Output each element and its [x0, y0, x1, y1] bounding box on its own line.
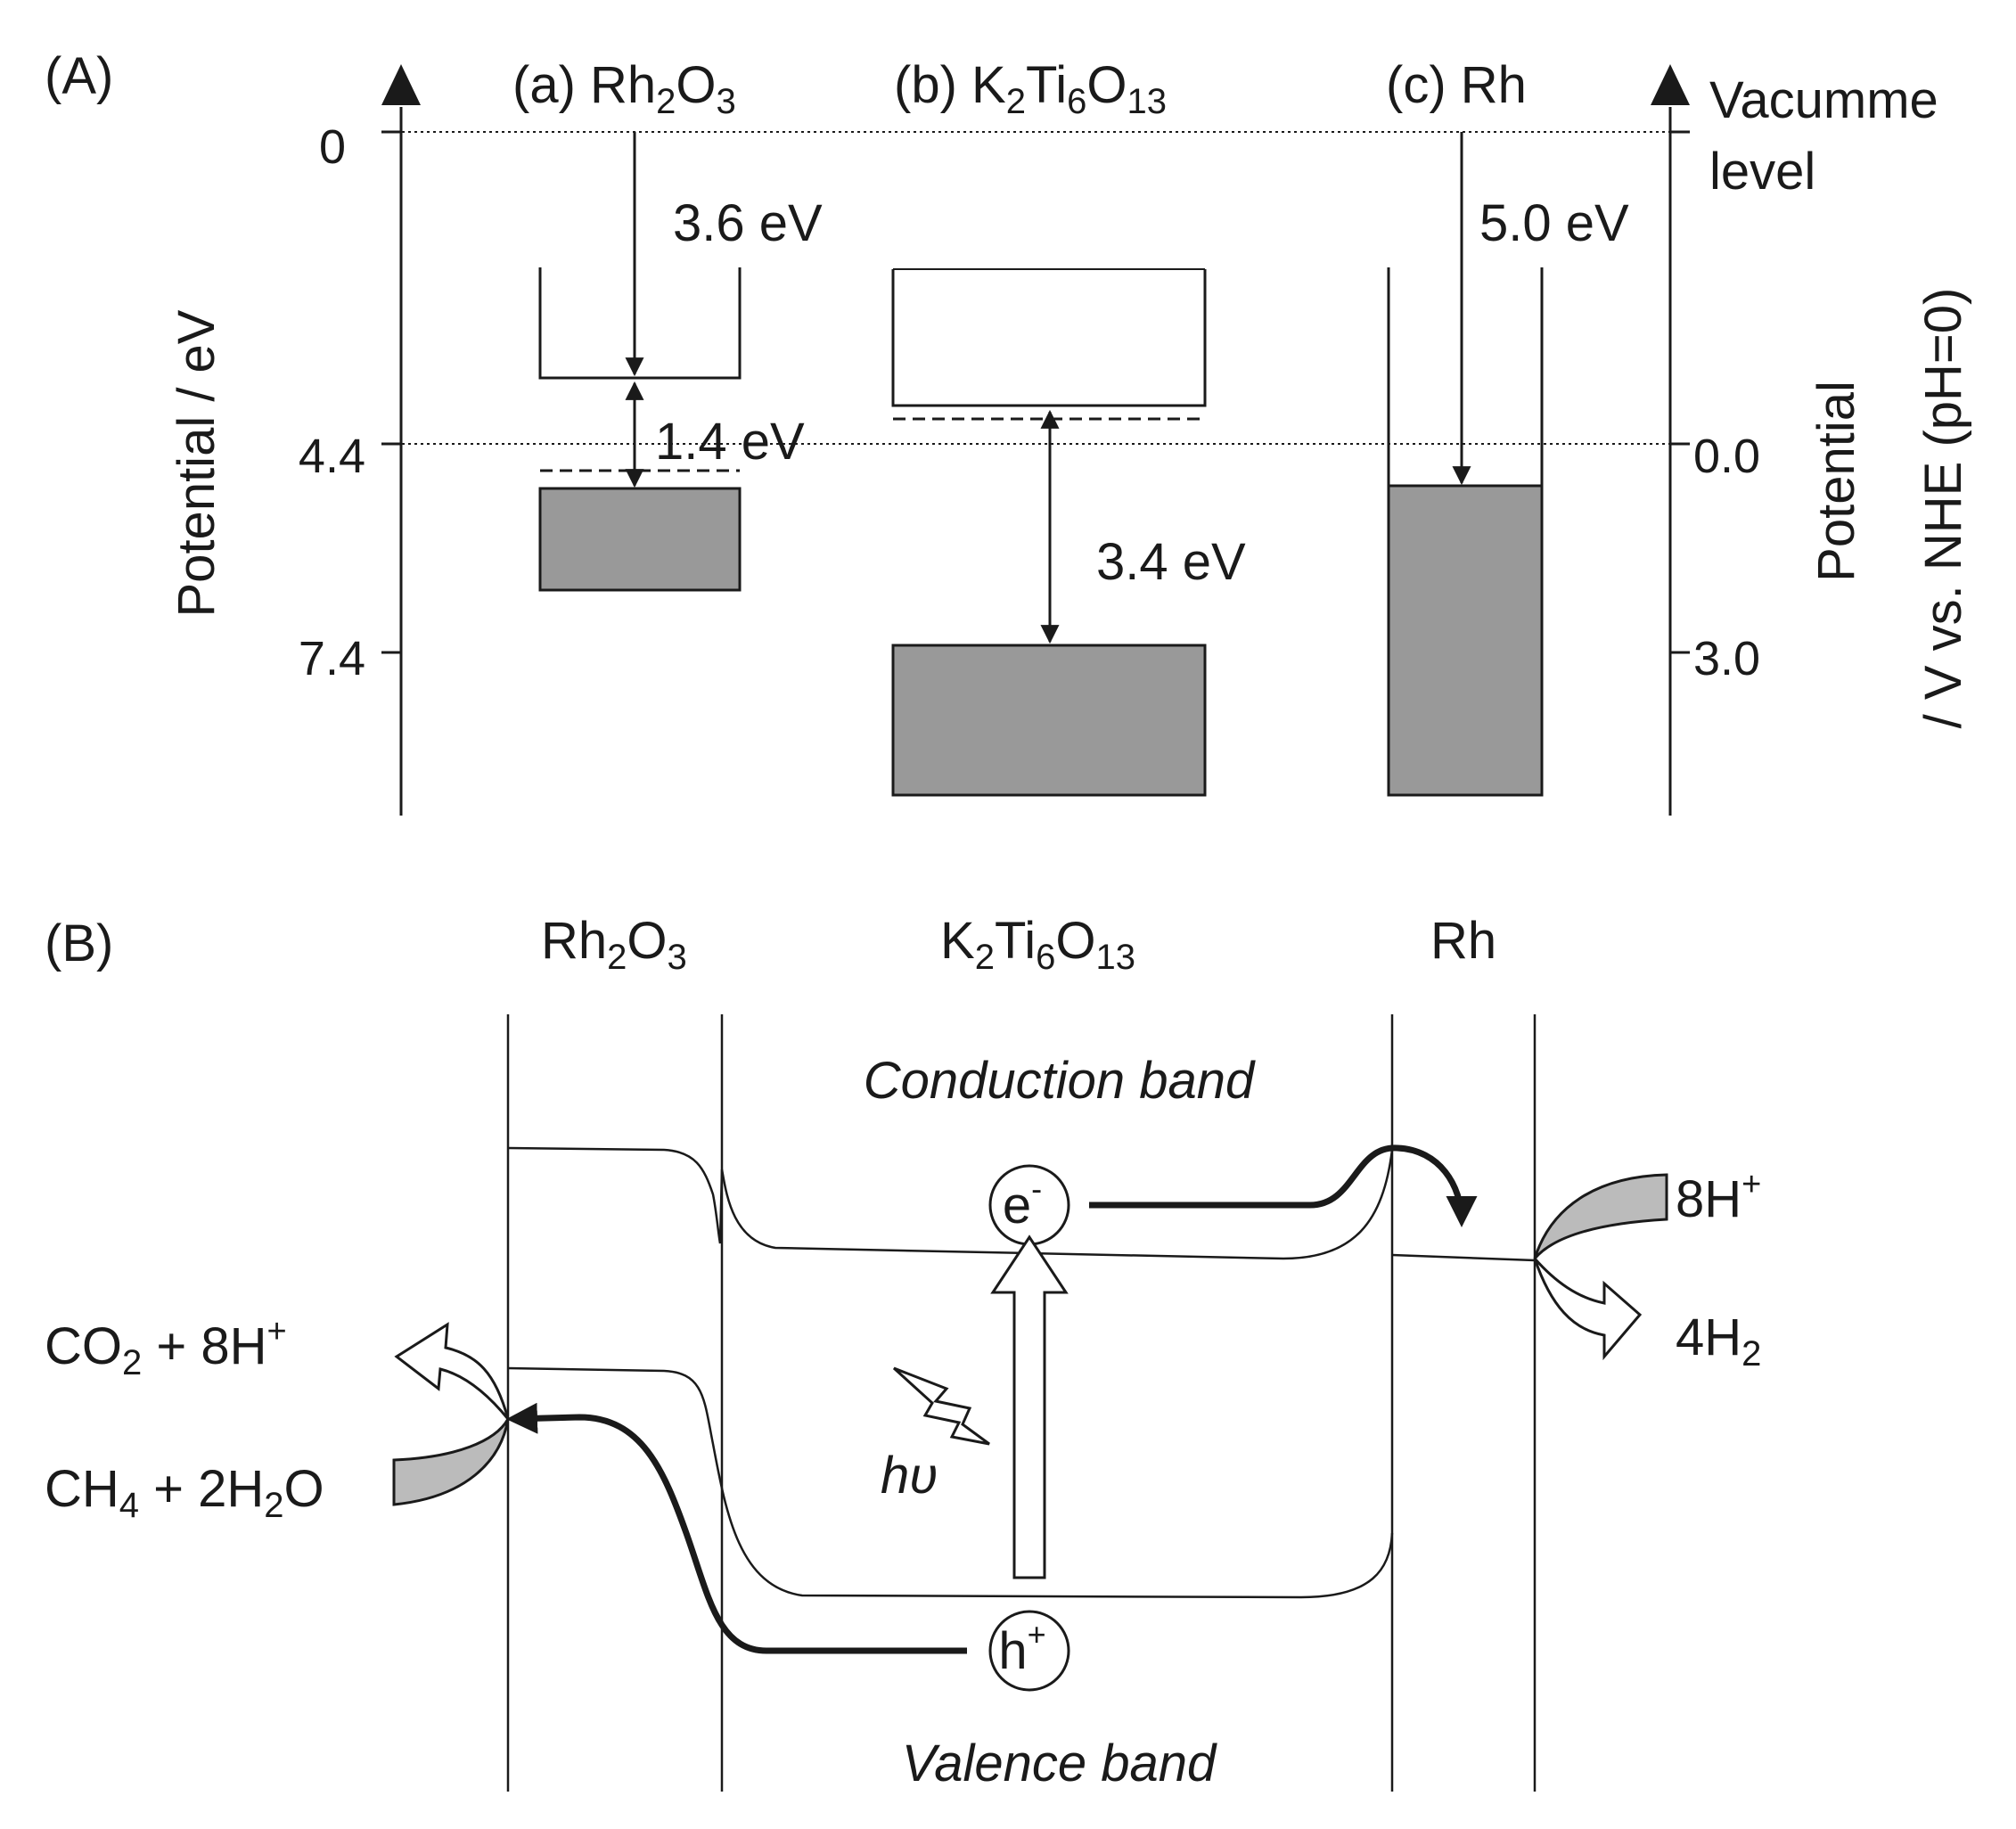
conduction-band-edge [507, 1146, 1394, 1260]
reduction-reactant-arrow [1533, 1173, 1668, 1259]
excitation-arrow [990, 1234, 1069, 1579]
hole-circle [988, 1610, 1070, 1692]
oxidation-reactant-arrow [392, 1418, 510, 1506]
rh-filled-band [1387, 484, 1544, 797]
vacuum-label-line2: level [1709, 143, 1815, 201]
reduction-product-text: 4H2 [1676, 1308, 1761, 1374]
right-axis-label-line1: Potential [1807, 381, 1865, 582]
rh-workfunction-value: 5.0 eV [1479, 194, 1629, 252]
photon-label: hυ [881, 1447, 938, 1505]
rh2o3-valence-band [538, 487, 742, 592]
electron-transfer-arrow [1089, 1144, 1478, 1227]
panel-a-label: (A) [45, 47, 113, 105]
b-material-rh2o3: Rh2O3 [541, 912, 687, 977]
left-axis-arrowhead [381, 64, 421, 105]
b-material-ktio: K2Ti6O13 [940, 912, 1135, 977]
ktio-conduction-band [891, 269, 1207, 407]
panel-b-label: (B) [45, 914, 113, 972]
material-b-label: (b) K2Ti6O13 [894, 56, 1167, 121]
oxidation-reactant-text: CH4 + 2H2O [45, 1460, 324, 1525]
reduction-reactant-text: 8H+ [1676, 1166, 1761, 1228]
material-c-label: (c) Rh [1386, 56, 1527, 114]
right-axis-arrowhead [1651, 64, 1690, 105]
material-a-label: (a) Rh2O3 [512, 56, 736, 121]
left-tick-label-7-4: 7.4 [299, 632, 365, 685]
reduction-product-arrow [1533, 1258, 1643, 1361]
hole-label: h+ [998, 1616, 1045, 1680]
hole-transfer-arrow [506, 1402, 967, 1654]
valence-band-edge [507, 1366, 1394, 1599]
valence-band-label: Valence band [902, 1735, 1217, 1792]
rh2o3-conduction-band [538, 267, 742, 380]
oxidation-product-arrow [394, 1322, 510, 1420]
oxidation-product-text: CO2 + 8H+ [45, 1313, 287, 1382]
vacuum-label-line1: Vacumme [1709, 71, 1938, 129]
left-axis-label: Potential / eV [168, 309, 225, 617]
ktio-valence-band [891, 644, 1207, 797]
left-tick-label-0: 0 [319, 120, 346, 174]
right-tick-label-3-0: 3.0 [1693, 632, 1760, 685]
rh2o3-gap-value: 1.4 eV [655, 413, 805, 471]
b-material-rh: Rh [1430, 912, 1496, 970]
electron-label: e- [1003, 1170, 1042, 1234]
ktio-gap-value: 3.4 eV [1096, 533, 1246, 591]
conduction-band-label: Conduction band [864, 1052, 1256, 1110]
rh-fermi-line [1391, 1253, 1536, 1262]
left-tick-label-4-4: 4.4 [299, 430, 365, 483]
rh2o3-workfunction-value: 3.6 eV [673, 194, 823, 252]
right-axis-label-line2: / V vs. NHE (pH=0) [1914, 288, 1972, 729]
right-tick-label-0-0: 0.0 [1693, 430, 1760, 483]
photon-bolt-icon [892, 1366, 990, 1446]
